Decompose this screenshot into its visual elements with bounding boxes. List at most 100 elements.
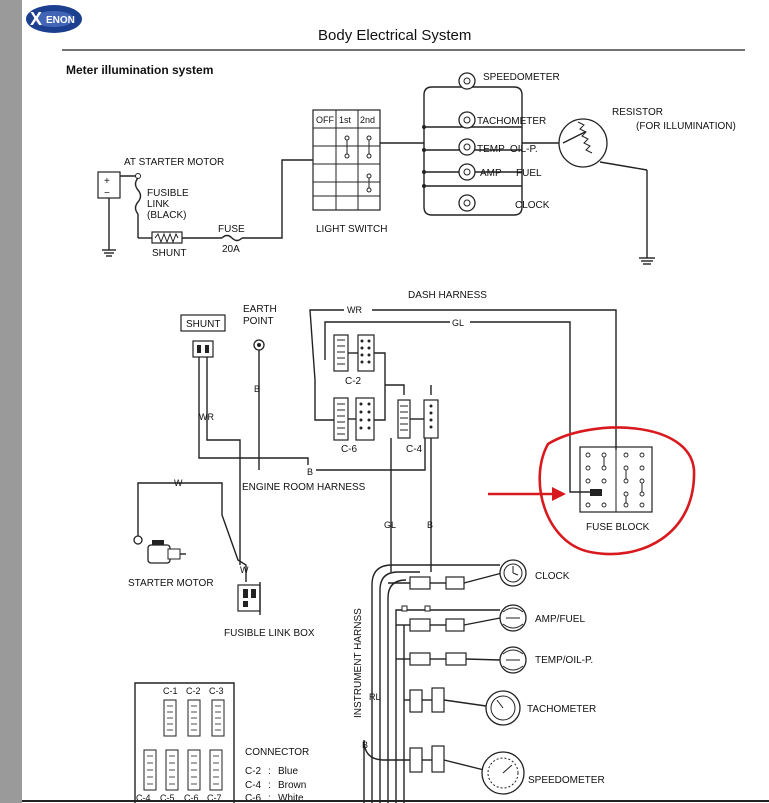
at-starter-motor-label: AT STARTER MOTOR	[124, 157, 224, 168]
svg-text:B: B	[427, 520, 433, 530]
fuse-block-label: FUSE BLOCK	[586, 522, 650, 533]
shunt-connector	[192, 340, 214, 358]
resistor-label: RESISTOR	[612, 107, 663, 118]
svg-text:TEMP: TEMP	[477, 144, 505, 155]
svg-text:RL: RL	[369, 692, 381, 702]
svg-text:2nd: 2nd	[360, 115, 375, 125]
svg-text::: :	[268, 793, 271, 803]
svg-text:−: −	[104, 188, 110, 199]
c4-label: C-4	[406, 444, 423, 455]
fuse-label: FUSE	[218, 224, 245, 235]
svg-text:SPEEDOMETER: SPEEDOMETER	[483, 72, 560, 83]
shunt-label: SHUNT	[152, 248, 186, 259]
svg-text:W: W	[174, 478, 183, 488]
wr-wire-dash	[309, 309, 617, 450]
svg-text:Blue: Blue	[278, 766, 298, 777]
svg-text:C-5: C-5	[160, 793, 175, 803]
instrument-harness	[363, 560, 500, 803]
svg-text:B: B	[254, 384, 260, 394]
svg-text:C-7: C-7	[207, 793, 222, 803]
gauge-label-temp-oil: TEMP/OIL-P.	[535, 655, 593, 666]
connector-legend-row: C-6 : White	[245, 793, 304, 803]
svg-text:WR: WR	[199, 412, 214, 422]
resistor-note: (FOR ILLUMINATION)	[636, 121, 736, 132]
connector-c4	[397, 399, 439, 439]
svg-text:C-6: C-6	[245, 793, 262, 803]
highlight-circle	[538, 426, 696, 556]
gauge-label-tachometer: TACHOMETER	[527, 704, 596, 715]
fuse-rating: 20A	[222, 244, 240, 255]
dash-harness-label: DASH HARNESS	[408, 290, 487, 301]
illumination-resistor	[558, 118, 655, 265]
fusible-link-box	[237, 582, 261, 615]
c2-label: C-2	[345, 376, 362, 387]
gl-wire-dash	[324, 321, 571, 450]
connector-c6	[333, 397, 375, 441]
svg-text:C-3: C-3	[209, 686, 224, 696]
svg-text:CLOCK: CLOCK	[515, 200, 550, 211]
svg-text::: :	[268, 780, 271, 791]
speedometer-gauge	[481, 751, 525, 795]
engine-room-harness-label: ENGINE ROOM HARNESS	[242, 482, 366, 493]
clock-gauge	[499, 559, 527, 587]
scan-edge-bar	[0, 0, 22, 803]
connector-legend-title: CONNECTOR	[245, 747, 309, 758]
svg-text::: :	[268, 766, 271, 777]
svg-text:GL: GL	[452, 318, 464, 328]
svg-text:C-2: C-2	[245, 766, 262, 777]
svg-text:C-4: C-4	[245, 780, 262, 791]
shunt-symbol	[151, 231, 183, 244]
shunt-box-label: SHUNT	[186, 319, 220, 330]
svg-text:OIL-P.: OIL-P.	[510, 144, 538, 155]
light-switch-grid	[312, 109, 381, 211]
svg-text:C-6: C-6	[184, 793, 199, 803]
section-title: Meter illumination system	[66, 63, 213, 77]
connector-legend: C-1 C-2 C-3 C-4 C-5	[134, 682, 235, 803]
fusible-link-box-label: FUSIBLE LINK BOX	[224, 628, 315, 639]
temp-oil-gauge	[499, 646, 527, 674]
connector-legend-row: C-2 : Blue	[245, 766, 298, 777]
svg-text:B: B	[307, 467, 313, 477]
connector-c2	[333, 334, 375, 372]
svg-text:C-2: C-2	[186, 686, 201, 696]
svg-text:WR: WR	[347, 305, 362, 315]
fuse-symbol	[221, 234, 243, 242]
c6-label: C-6	[341, 444, 358, 455]
amp-fuel-gauge	[499, 604, 527, 632]
svg-text:OFF: OFF	[316, 115, 334, 125]
light-switch-label: LIGHT SWITCH	[316, 224, 387, 235]
battery: + −	[97, 171, 121, 257]
gauge-connectors	[401, 576, 467, 773]
fuse-block	[579, 446, 653, 513]
svg-text:POINT: POINT	[243, 316, 274, 327]
fusible-link-symbol	[134, 177, 142, 238]
svg-text:EARTH: EARTH	[243, 304, 277, 315]
shunt-box	[180, 314, 226, 332]
page-title: Body Electrical System	[318, 27, 471, 44]
svg-text:(BLACK): (BLACK)	[147, 210, 186, 221]
svg-text:B: B	[362, 740, 368, 750]
svg-text:FUEL: FUEL	[516, 168, 542, 179]
svg-text:C-1: C-1	[163, 686, 178, 696]
gauge-label-speedometer: SPEEDOMETER	[528, 775, 605, 786]
tachometer-gauge	[485, 690, 521, 726]
svg-text:1st: 1st	[339, 115, 352, 125]
svg-text:Brown: Brown	[278, 780, 306, 791]
gauge-label-amp-fuel: AMP/FUEL	[535, 614, 585, 625]
svg-text:ENON: ENON	[46, 15, 75, 26]
xenon-logo: X ENON	[24, 2, 84, 38]
svg-text:TACHOMETER: TACHOMETER	[477, 116, 546, 127]
meter-bulb-bank	[422, 72, 523, 216]
svg-text:FUSIBLE: FUSIBLE	[147, 188, 189, 199]
starter-motor	[147, 540, 186, 564]
svg-text:+: +	[104, 176, 110, 187]
svg-text:LINK: LINK	[147, 199, 170, 210]
svg-text:AMP: AMP	[480, 168, 502, 179]
gauge-label-clock: CLOCK	[535, 571, 570, 582]
svg-text:W: W	[240, 565, 249, 575]
connector-legend-row: C-4 : Brown	[245, 780, 306, 791]
starter-motor-label: STARTER MOTOR	[128, 578, 214, 589]
svg-text:GL: GL	[384, 520, 396, 530]
svg-text:C-4: C-4	[136, 793, 151, 803]
